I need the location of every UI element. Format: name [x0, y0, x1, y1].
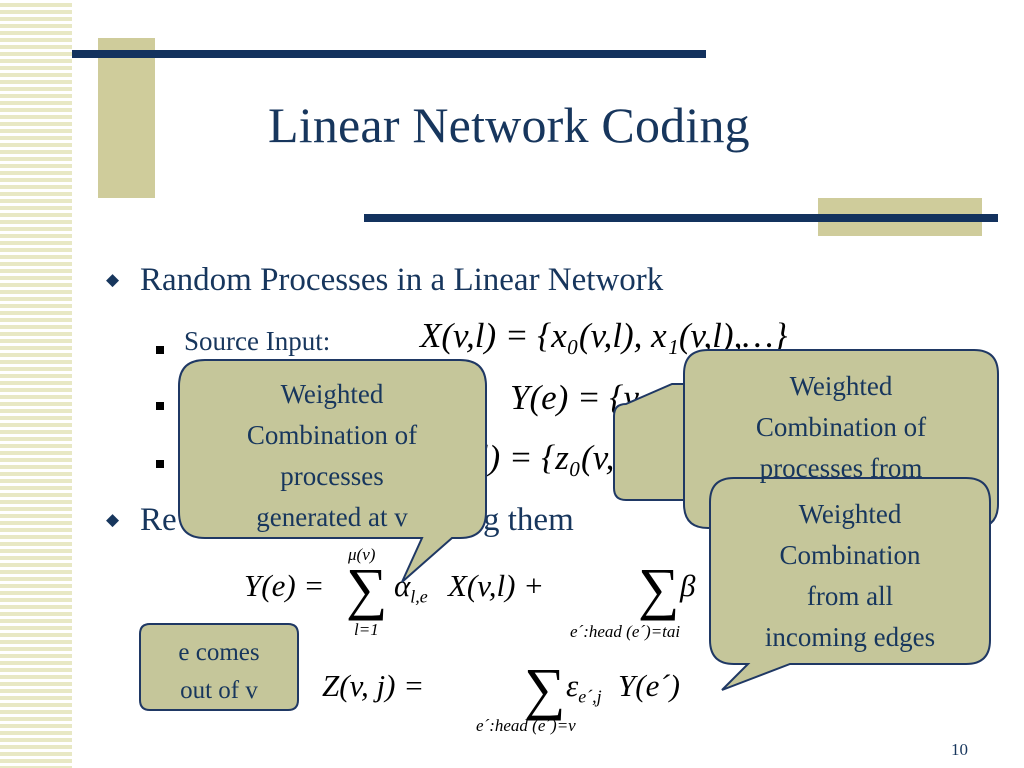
eq3-term-rest: Y(e´) — [618, 668, 680, 703]
bullet-random-processes: Random Processes in a Linear Network — [140, 262, 664, 298]
left-stripe-margin — [0, 0, 72, 768]
callout-small-text: e comes out of v — [142, 634, 296, 710]
partial-text-tir: a tir — [627, 456, 665, 482]
square-bullet-icon — [156, 460, 164, 468]
square-bullet-icon — [156, 346, 164, 354]
eq3-lhs: Z(v, j) = — [322, 668, 425, 703]
page-number: 10 — [951, 740, 968, 759]
callout-line: Combination of — [246, 420, 418, 450]
callout-line: processes — [280, 461, 384, 491]
source-input-formula: X(v,l) = {x₀(v,l), x₁(v,l),…} — [420, 316, 788, 355]
summation-icon: ∑ — [524, 656, 566, 721]
callout-line: Weighted — [798, 499, 902, 529]
edge-process-formula: Y(e) = {y — [510, 378, 639, 417]
eq1-alpha: αl,e — [394, 568, 428, 607]
callout-line: Combination — [779, 540, 921, 570]
callout-line: out of v — [180, 677, 258, 704]
callout-line: generated at v — [256, 502, 408, 532]
eq3-epsilon: εe´,j — [566, 668, 602, 707]
eq1-lhs: Y(e) = — [244, 568, 325, 603]
bullet-2-prefix: Re — [140, 502, 177, 538]
eq1-beta: β — [680, 568, 696, 603]
slide-title: Linear Network Coding — [268, 97, 750, 153]
callout-line: incoming edges — [764, 622, 936, 652]
partial-text-the: The — [636, 410, 674, 436]
khaki-block-top — [98, 38, 155, 198]
summation-icon: ∑ — [638, 556, 680, 621]
diamond-bullet-icon: ◆ — [106, 270, 120, 289]
output-process-formula: ,l) = {z₀(v, — [470, 438, 615, 477]
summation-icon: ∑ — [346, 556, 388, 621]
callout-line: Weighted — [280, 379, 384, 409]
sub-bullet-source-input: Source Input: — [184, 326, 331, 356]
bullet-2-suffix: g them — [483, 502, 574, 538]
callout-line: from all — [806, 581, 894, 611]
navy-bar-bottom — [364, 214, 998, 222]
callout-right-bottom-text: Weighted Combination from all incoming e… — [716, 494, 984, 658]
callout-line: processes from — [759, 453, 923, 483]
eq1-sum-lower: l=1 — [354, 620, 379, 639]
callout-line: Weighted — [789, 371, 893, 401]
eq2-sum-lower: e´:head (e´)=tai — [570, 622, 681, 641]
callout-right-top-text: Weighted Combination of processes from — [692, 366, 990, 506]
callout-left-text: Weighted Combination of processes genera… — [186, 374, 478, 538]
eq3-sum-lower: e´:head (e´)=v — [476, 716, 576, 735]
callout-line: e comes — [178, 639, 260, 666]
navy-bar-top — [72, 50, 706, 58]
callout-line: Combination of — [755, 412, 927, 442]
square-bullet-icon — [156, 402, 164, 410]
eq1-term-rest: X(v,l) + — [448, 568, 545, 603]
diamond-bullet-icon: ◆ — [106, 510, 120, 529]
